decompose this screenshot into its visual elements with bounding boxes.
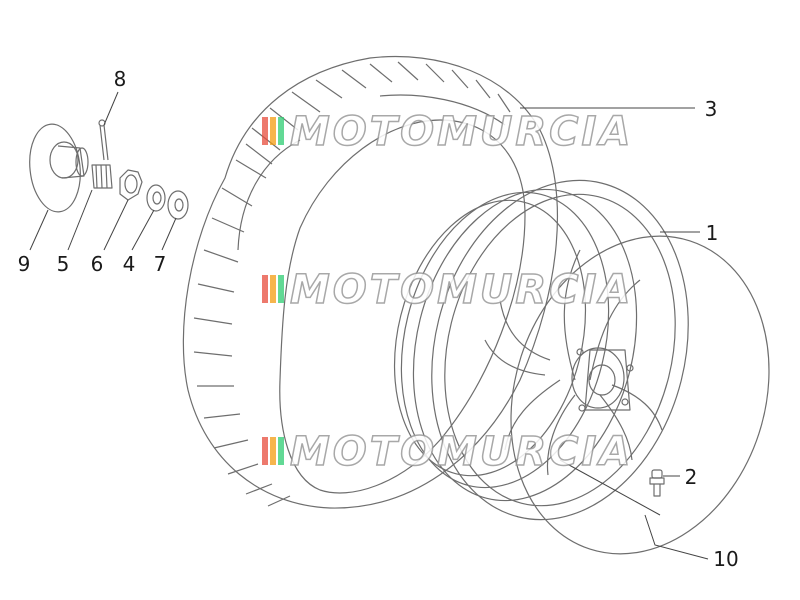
washer-spring xyxy=(146,184,166,212)
callout-6: 6 xyxy=(91,252,104,276)
castle-nut-retainer xyxy=(91,164,113,189)
tire-valve xyxy=(649,469,665,497)
watermark-text: MOTOMURCIA xyxy=(290,109,633,155)
tire xyxy=(182,55,559,509)
callout-10: 10 xyxy=(713,547,738,571)
hub-cap xyxy=(29,123,89,213)
o-ring xyxy=(510,235,770,555)
callout-7: 7 xyxy=(154,252,167,276)
rim xyxy=(393,179,689,521)
leader-lines xyxy=(29,91,709,560)
axle-nut xyxy=(119,169,143,201)
watermark-3: MOTOMURCIA xyxy=(262,428,633,476)
watermark-1: MOTOMURCIA xyxy=(262,108,633,156)
watermark-text: MOTOMURCIA xyxy=(290,429,633,475)
callout-2: 2 xyxy=(685,465,698,489)
washer-flat xyxy=(167,190,189,220)
callout-4: 4 xyxy=(123,252,136,276)
watermark-text: MOTOMURCIA xyxy=(290,267,633,313)
callout-9: 9 xyxy=(18,252,31,276)
cotter-pin xyxy=(98,119,109,161)
watermark-2: MOTOMURCIA xyxy=(262,266,633,314)
callout-1: 1 xyxy=(706,221,719,245)
callout-3: 3 xyxy=(705,97,718,121)
callout-8: 8 xyxy=(114,67,127,91)
callout-5: 5 xyxy=(57,252,70,276)
